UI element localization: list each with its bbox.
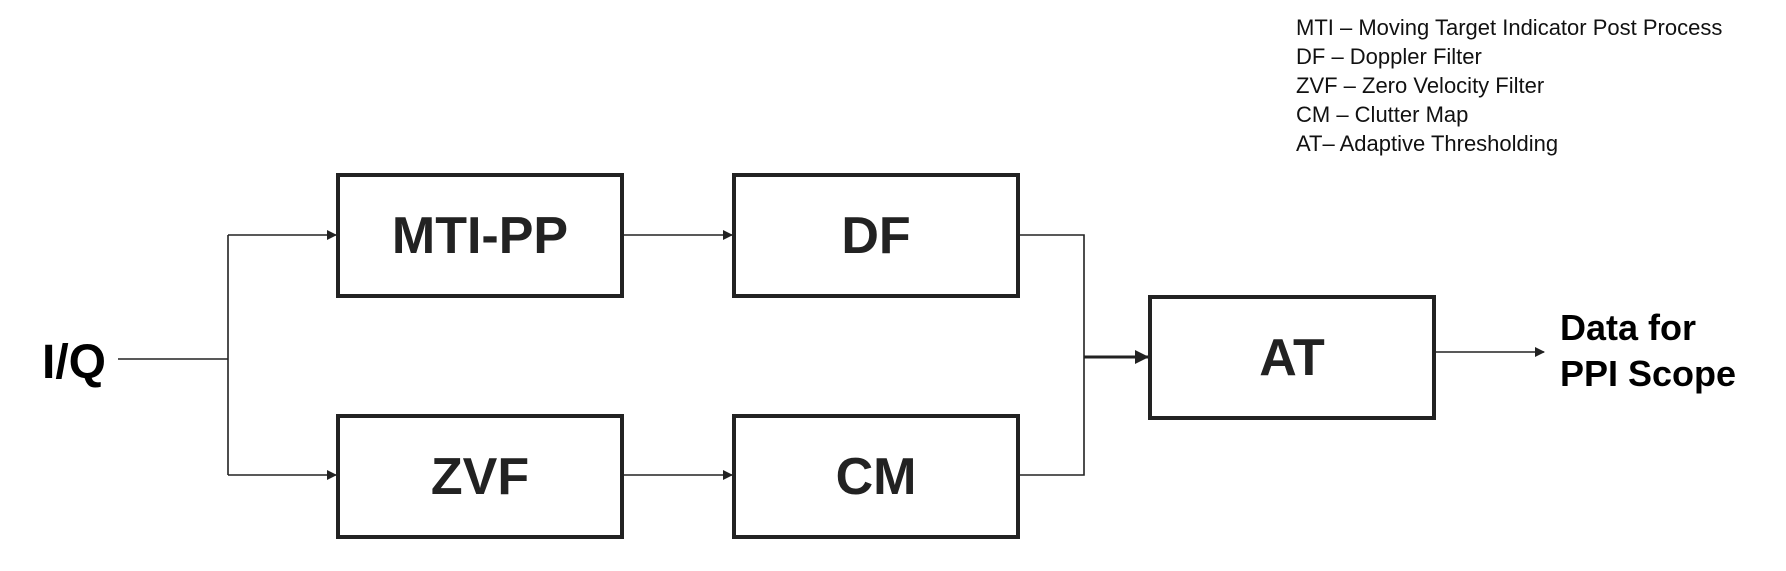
- block-df: DF: [732, 173, 1020, 298]
- block-at: AT: [1148, 295, 1436, 420]
- legend: MTI – Moving Target Indicator Post Proce…: [1296, 15, 1722, 156]
- output-label: Data for PPI Scope: [1560, 307, 1736, 394]
- output-label-line1: Data for: [1560, 307, 1696, 348]
- block-cm-box: [732, 414, 1020, 539]
- legend-item-cm: CM – Clutter Map: [1296, 102, 1468, 127]
- block-df-box: [732, 173, 1020, 298]
- block-zvf-box: [336, 414, 624, 539]
- block-cm-label: CM: [836, 448, 917, 506]
- block-mti-pp-label: MTI-PP: [392, 207, 568, 265]
- input-splitter: [118, 230, 337, 480]
- merge-connector: [1018, 234, 1149, 476]
- output-label-line2: PPI Scope: [1560, 353, 1736, 394]
- block-df-label: DF: [841, 207, 910, 265]
- block-mti-pp-box: [336, 173, 624, 298]
- legend-item-df: DF – Doppler Filter: [1296, 44, 1482, 69]
- df-out-line: [1018, 234, 1085, 476]
- block-mti-pp: MTI-PP: [336, 173, 624, 298]
- block-zvf: ZVF: [336, 414, 624, 539]
- input-label-iq: I/Q: [42, 336, 106, 389]
- block-at-label: AT: [1259, 329, 1325, 387]
- legend-item-at: AT– Adaptive Thresholding: [1296, 131, 1558, 156]
- block-at-box: [1148, 295, 1436, 420]
- legend-item-zvf: ZVF – Zero Velocity Filter: [1296, 73, 1544, 98]
- legend-item-mti: MTI – Moving Target Indicator Post Proce…: [1296, 15, 1722, 40]
- block-zvf-label: ZVF: [431, 448, 529, 506]
- block-cm: CM: [732, 414, 1020, 539]
